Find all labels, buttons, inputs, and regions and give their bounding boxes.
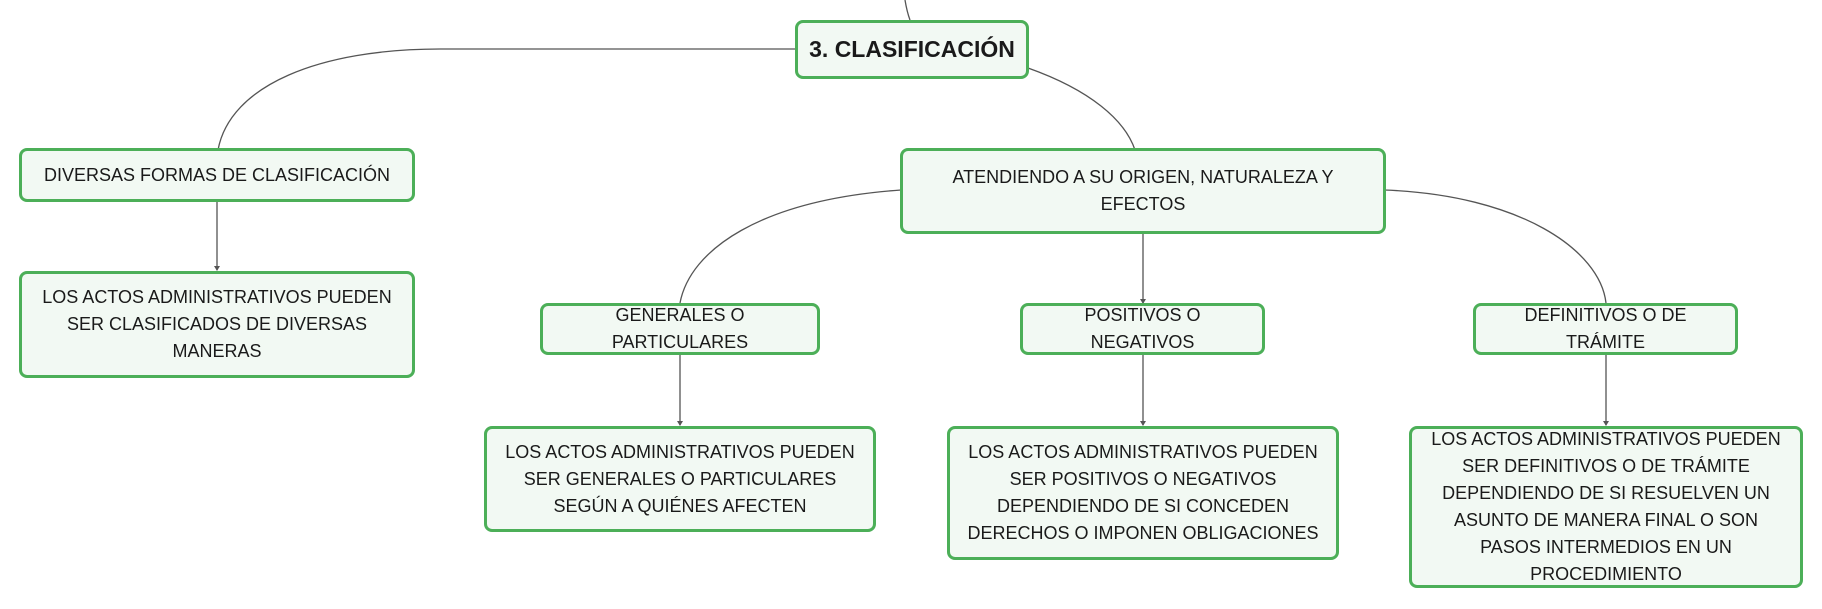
node-diversas-formas-detail-text: LOS ACTOS ADMINISTRATIVOS PUEDEN SER CLA… — [42, 287, 392, 361]
node-generales[interactable]: GENERALES O PARTICULARES — [540, 303, 820, 355]
node-generales-detail-text: LOS ACTOS ADMINISTRATIVOS PUEDEN SER GEN… — [505, 441, 855, 516]
connector-right-definitivos — [1383, 189, 1607, 304]
connector-root-right — [1027, 67, 1136, 151]
node-definitivos-label: DEFINITIVOS O DE TRÁMITE — [1524, 305, 1687, 352]
node-positivos[interactable]: POSITIVOS O NEGATIVOS — [1020, 303, 1265, 355]
node-definitivos-detail-text: LOS ACTOS ADMINISTRATIVOS PUEDEN SER DEF… — [1431, 429, 1781, 584]
connector-right-generales — [679, 189, 902, 304]
connector-root-left — [217, 48, 795, 151]
node-positivos-detail-text: LOS ACTOS ADMINISTRATIVOS PUEDEN SER POS… — [967, 442, 1319, 543]
root-node-label: 3. CLASIFICACIÓN — [809, 36, 1015, 62]
node-generales-detail[interactable]: LOS ACTOS ADMINISTRATIVOS PUEDEN SER GEN… — [484, 426, 876, 532]
node-origen-naturaleza[interactable]: ATENDIENDO A SU ORIGEN, NATURALEZA Y EFE… — [900, 148, 1386, 234]
node-generales-label: GENERALES O PARTICULARES — [611, 305, 749, 352]
node-positivos-detail[interactable]: LOS ACTOS ADMINISTRATIVOS PUEDEN SER POS… — [947, 426, 1339, 560]
node-diversas-formas-detail[interactable]: LOS ACTOS ADMINISTRATIVOS PUEDEN SER CLA… — [19, 271, 415, 378]
node-positivos-label: POSITIVOS O NEGATIVOS — [1084, 305, 1201, 352]
root-node[interactable]: 3. CLASIFICACIÓN — [795, 20, 1029, 79]
node-diversas-formas[interactable]: DIVERSAS FORMAS DE CLASIFICACIÓN — [19, 148, 415, 202]
node-definitivos[interactable]: DEFINITIVOS O DE TRÁMITE — [1473, 303, 1738, 355]
node-diversas-formas-label: DIVERSAS FORMAS DE CLASIFICACIÓN — [43, 164, 391, 185]
connector-incoming — [904, 0, 911, 21]
node-definitivos-detail[interactable]: LOS ACTOS ADMINISTRATIVOS PUEDEN SER DEF… — [1409, 426, 1803, 588]
node-origen-naturaleza-label: ATENDIENDO A SU ORIGEN, NATURALEZA Y EFE… — [952, 167, 1334, 214]
